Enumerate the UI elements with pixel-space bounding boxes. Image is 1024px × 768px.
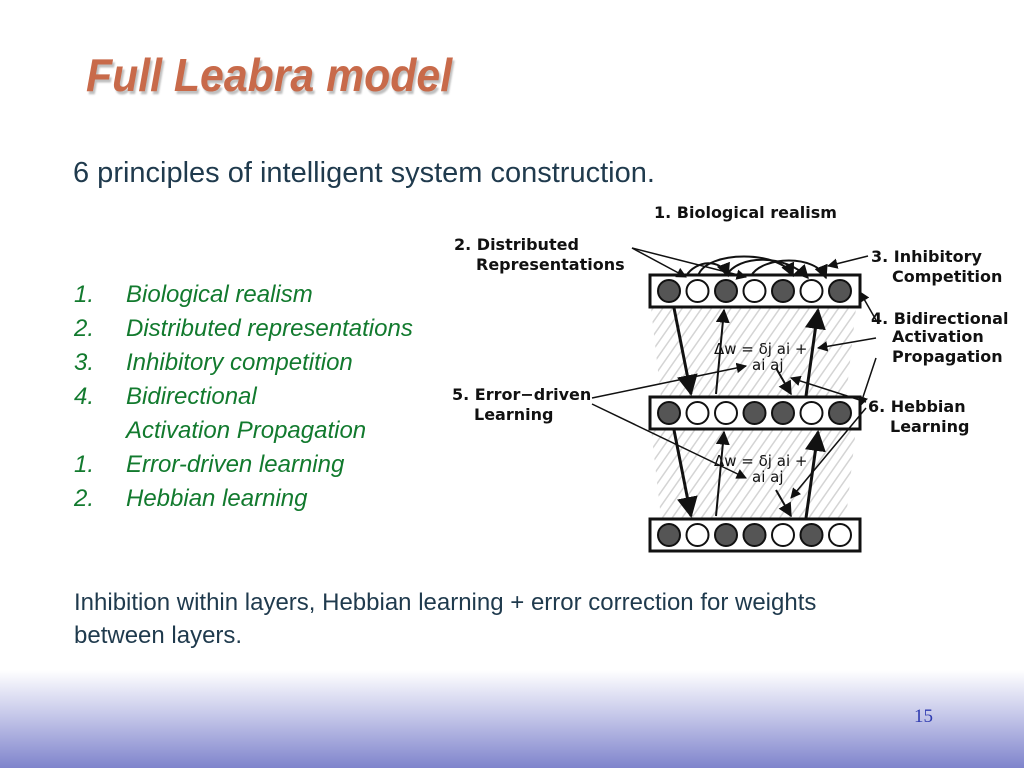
principle-item-continuation: Activation Propagation bbox=[74, 416, 413, 450]
unit-filled bbox=[714, 279, 738, 303]
unit-open bbox=[685, 279, 710, 303]
label-error-driven-2: Learning bbox=[474, 405, 553, 424]
unit-filled bbox=[657, 279, 681, 303]
projection-arrows bbox=[672, 307, 826, 519]
unit-filled bbox=[657, 523, 681, 547]
principle-number: 2. bbox=[74, 315, 95, 342]
principle-number: 4. bbox=[74, 383, 95, 410]
unit-filled bbox=[657, 401, 681, 425]
callout-lines bbox=[591, 247, 877, 499]
label-inhibitory-1: 3. Inhibitory bbox=[871, 247, 982, 266]
principle-number: 1. bbox=[74, 451, 95, 478]
principle-text: Bidirectional bbox=[126, 383, 257, 410]
slide-subtitle: 6 principles of intelligent system const… bbox=[73, 157, 655, 189]
learning-equation-lower-2: ai aj bbox=[752, 468, 784, 486]
principle-item: 4. Bidirectional bbox=[74, 382, 413, 416]
slide-title: Full Leabra model bbox=[86, 49, 453, 101]
unit-filled bbox=[799, 523, 824, 547]
page-number: 15 bbox=[914, 706, 933, 727]
summary-line-2: between layers. bbox=[74, 622, 243, 649]
units-middle-layer bbox=[657, 401, 852, 425]
principle-text: Distributed representations bbox=[126, 315, 413, 342]
units-bottom-layer bbox=[657, 523, 852, 547]
label-hebbian-2: Learning bbox=[890, 417, 969, 436]
unit-filled bbox=[714, 523, 738, 547]
unit-filled bbox=[771, 401, 795, 425]
unit-filled bbox=[828, 401, 852, 425]
label-bidirectional-2: Activation bbox=[892, 327, 984, 346]
principle-text: Hebbian learning bbox=[126, 485, 308, 512]
unit-open bbox=[714, 401, 738, 425]
principle-item: 1. Biological realism bbox=[74, 280, 413, 314]
unit-filled bbox=[771, 279, 795, 303]
learning-equation-upper-2: ai aj bbox=[752, 356, 784, 374]
summary-text: Inhibition within layers, Hebbian learni… bbox=[74, 586, 974, 652]
label-distributed-2: Representations bbox=[476, 255, 625, 274]
label-distributed-1: 2. Distributed bbox=[454, 235, 579, 254]
unit-open bbox=[685, 401, 710, 425]
principle-text: Error-driven learning bbox=[126, 451, 345, 478]
unit-filled bbox=[742, 401, 767, 425]
label-biological-realism: 1. Biological realism bbox=[654, 203, 837, 222]
learning-equation-upper: Δw = δj ai + bbox=[714, 340, 807, 358]
unit-open bbox=[799, 401, 824, 425]
principle-text: Biological realism bbox=[126, 281, 313, 308]
principle-text: Inhibitory competition bbox=[126, 349, 353, 376]
principles-list: 1. Biological realism 2. Distributed repre… bbox=[74, 280, 413, 518]
principle-item: 2. Distributed representations bbox=[74, 314, 413, 348]
connection-hatch-lower bbox=[651, 428, 856, 518]
label-inhibitory-2: Competition bbox=[892, 267, 1002, 286]
unit-open bbox=[742, 279, 767, 303]
label-error-driven-1: 5. Error−driven bbox=[452, 385, 591, 404]
principle-item: 3. Inhibitory competition bbox=[74, 348, 413, 382]
label-bidirectional-3: Propagation bbox=[892, 347, 1003, 366]
unit-filled bbox=[742, 523, 767, 547]
principle-item: 2. Hebbian learning bbox=[74, 484, 413, 518]
principle-number: 1. bbox=[74, 281, 95, 308]
unit-open bbox=[799, 279, 824, 303]
unit-open bbox=[685, 523, 710, 547]
label-hebbian-1: 6. Hebbian bbox=[868, 397, 966, 416]
weight-arrows bbox=[715, 308, 792, 518]
label-bidirectional-1: 4. Bidirectional bbox=[871, 309, 1008, 328]
principle-item: 1. Error-driven learning bbox=[74, 450, 413, 484]
unit-open bbox=[771, 523, 795, 547]
principle-number: 2. bbox=[74, 485, 95, 512]
summary-line-1: Inhibition within layers, Hebbian learni… bbox=[74, 589, 817, 616]
principle-number: 3. bbox=[74, 349, 95, 376]
principle-text: Activation Propagation bbox=[126, 417, 367, 444]
leabra-network-diagram: Δw = δj ai + ai aj Δw = δj ai + ai aj 1.… bbox=[452, 203, 1008, 553]
unit-open bbox=[828, 523, 852, 547]
unit-filled bbox=[828, 279, 852, 303]
footer-gradient-band bbox=[0, 670, 1024, 768]
learning-equation-lower: Δw = δj ai + bbox=[714, 452, 807, 470]
units-top-layer bbox=[657, 279, 852, 303]
